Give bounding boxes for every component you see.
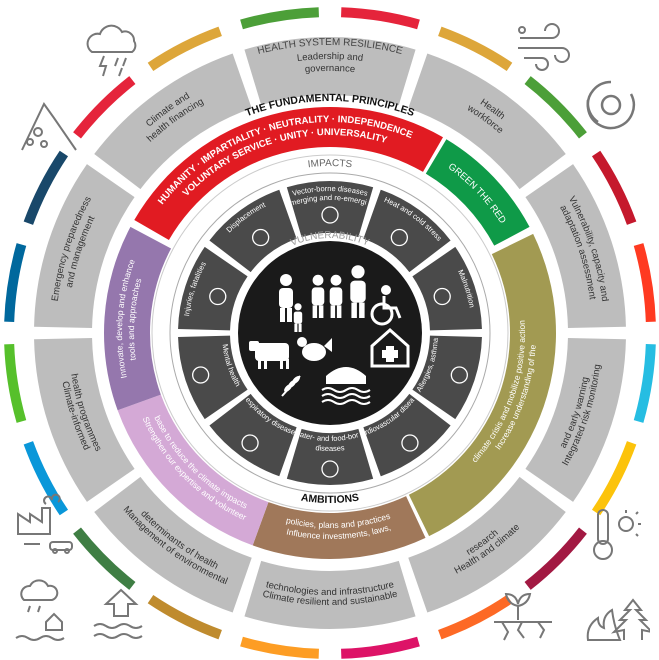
person-icon [279,274,293,322]
sdg-segment [633,344,656,423]
sdg-segment [524,76,587,139]
impact-icon [241,434,259,452]
flood-rain-icon [10,578,80,648]
impact-block: Malnutrition [412,246,482,331]
impact-block: Injuries, fatalities [178,246,248,331]
landslide-icon [14,90,84,160]
wheelchair-icon [370,285,402,326]
impact-icon [450,366,468,384]
health-system-block: Climate resilient and sustainabletechnol… [244,560,416,629]
sdg-segment [23,150,69,225]
impacts-title: IMPACTS [307,158,353,170]
ambition-block: Influence investments, laws,policies, pl… [252,496,426,559]
sdg-segment [23,441,69,516]
sdg-segment [4,243,27,322]
sdg-segment [240,636,319,659]
impact-icon [251,228,270,247]
impact-icon [321,460,339,478]
food-water-icon [321,367,371,405]
health-house-icon [370,327,410,368]
ring-divider [151,154,509,512]
sdg-segment [524,527,587,590]
impact-label: diseases [315,443,345,453]
vulnerability-disc [238,241,422,425]
sdg-segment [147,594,222,640]
drought-icon [488,580,558,650]
health-system-label: governance [304,63,355,75]
wildfire-icon [580,580,656,650]
sdg-segment [240,7,319,30]
impact-icon [321,206,339,224]
sdg-segment [73,527,136,590]
impact-icon [209,287,227,306]
person-icon [350,265,366,318]
wind-icon [510,14,580,84]
sdg-segment [341,636,420,659]
impact-icon [433,287,451,306]
sdg-segment [147,26,222,72]
thermometer-sun-icon [580,500,650,570]
sdg-segment [438,26,513,72]
cyclone-icon [576,70,646,140]
sea-level-rise-icon [86,578,156,648]
impact-icon [192,366,210,384]
cow-icon [249,341,289,369]
impact-icon [390,228,409,247]
chicken-icon [297,337,332,361]
person-icon [311,274,325,318]
sdg-segment [73,76,136,139]
ambitions-title: AMBITIONS [300,492,360,506]
sdg-segment [591,441,637,516]
vulnerability-center [169,172,491,494]
person-icon [329,274,343,318]
sdg-segment [591,150,637,225]
green-the-red-band [425,139,530,246]
storm-cloud-icon [78,14,148,84]
principles-band [134,107,443,241]
health-system-ring: Leadership andgovernanceHealthworkforceV… [34,37,626,629]
wheat-icon [281,375,301,397]
impacts-outline [169,172,491,494]
sdg-segment [4,344,27,423]
sdg-segment [341,7,420,30]
impact-icon [401,434,419,452]
factory-pollution-icon [10,488,80,558]
sdg-segment [438,594,513,640]
sdg-color-ring [4,7,656,659]
sdg-segment [633,243,656,322]
health-system-label: Leadership and [296,51,363,64]
person-icon [293,303,303,332]
